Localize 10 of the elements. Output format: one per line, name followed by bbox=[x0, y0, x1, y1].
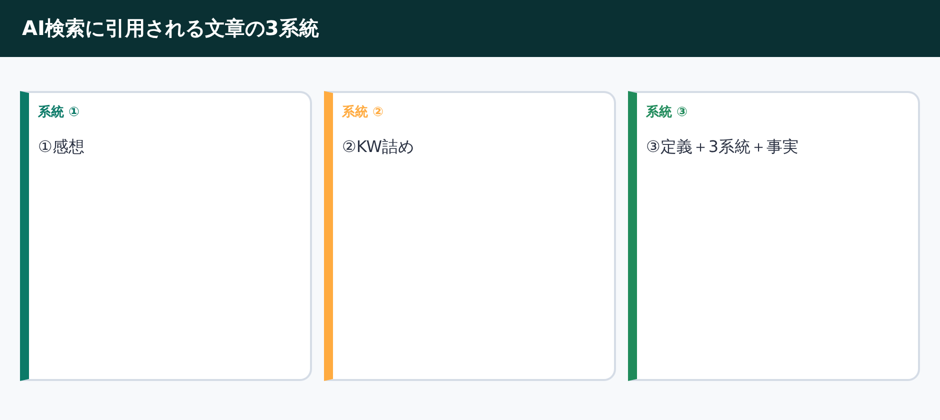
title: AI検索に引用される文章の3系統 bbox=[22, 15, 319, 42]
category-card bbox=[324, 91, 616, 381]
card-heading: 系統 ③ bbox=[646, 104, 688, 122]
category-card bbox=[20, 91, 312, 381]
card-text: ②KW詰め bbox=[342, 136, 414, 158]
card-text: ①感想 bbox=[38, 136, 84, 158]
card-text: ③定義＋3系統＋事実 bbox=[646, 136, 799, 158]
card-heading: 系統 ② bbox=[342, 104, 384, 122]
category-card bbox=[628, 91, 920, 381]
card-heading: 系統 ① bbox=[38, 104, 80, 122]
